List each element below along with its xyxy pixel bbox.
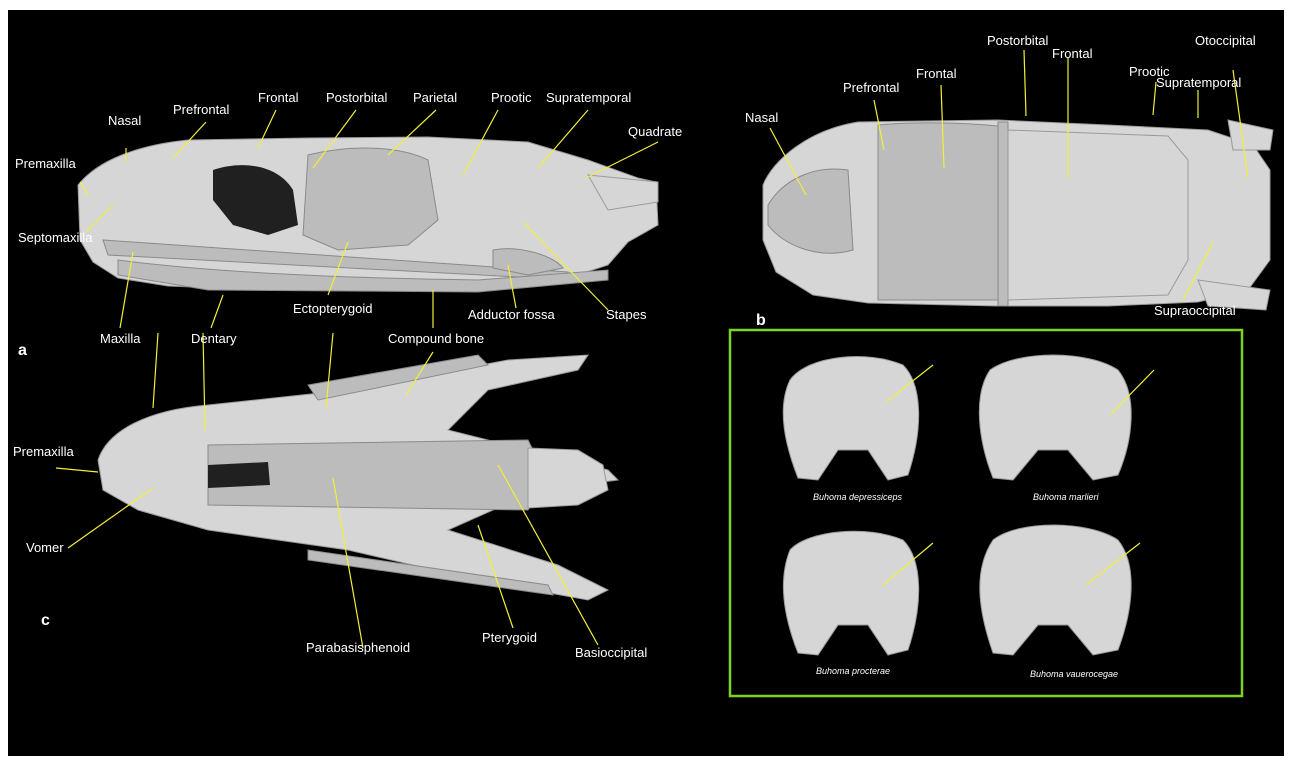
label-c-vomer: Vomer [26, 540, 64, 555]
panel-letter-a: a [18, 342, 27, 359]
label-c-pterygoid: Pterygoid [482, 630, 537, 645]
label-b-nasal: Nasal [745, 110, 778, 125]
label-a-parietal: Parietal [413, 90, 457, 105]
label-a-premaxilla: Premaxilla [15, 156, 76, 171]
skull-dorsal [763, 120, 1273, 310]
label-a-nasal: Nasal [108, 113, 141, 128]
label-a-prefrontal: Prefrontal [173, 102, 229, 117]
label-c-premaxilla: Premaxilla [13, 444, 74, 459]
label-b-postorbital: Postorbital [987, 33, 1049, 48]
label-a-postorbital: Postorbital [326, 90, 388, 105]
panel-letter-c: c [41, 612, 50, 629]
label-a-prootic: Prootic [491, 90, 532, 105]
label-b-supratemporal: Supratemporal [1156, 75, 1241, 90]
label-b-prefrontal: Prefrontal [843, 80, 899, 95]
figure-panel: Nasal Prefrontal Frontal Postorbital Par… [8, 10, 1284, 756]
panel-letter-b: b [756, 312, 766, 329]
label-b-frontal-1: Frontal [916, 66, 957, 81]
caption-buhoma-marlieri: Buhoma marlieri [1033, 492, 1100, 502]
caption-buhoma-depressiceps: Buhoma depressiceps [813, 492, 903, 502]
label-b-otoccipital: Otoccipital [1195, 33, 1256, 48]
label-a-supratemporal: Supratemporal [546, 90, 631, 105]
skull-figure: Nasal Prefrontal Frontal Postorbital Par… [8, 10, 1284, 756]
caption-buhoma-procterae: Buhoma procterae [816, 666, 890, 676]
label-a-frontal: Frontal [258, 90, 299, 105]
label-c-parabasisphenoid: Parabasisphenoid [306, 640, 410, 655]
label-a-ectopterygoid: Ectopterygoid [293, 301, 373, 316]
label-b-frontal-2: Frontal [1052, 46, 1093, 61]
label-a-septomaxilla: Septomaxilla [18, 230, 93, 245]
skull-lateral [78, 137, 658, 292]
label-a-adductor-fossa: Adductor fossa [468, 307, 555, 322]
caption-buhoma-vauerocegae: Buhoma vauerocegae [1030, 669, 1118, 679]
label-a-maxilla: Maxilla [100, 331, 141, 346]
label-c-basioccipital: Basioccipital [575, 645, 647, 660]
label-a-quadrate: Quadrate [628, 124, 682, 139]
label-a-dentary: Dentary [191, 331, 237, 346]
label-a-compound-bone: Compound bone [388, 331, 484, 346]
label-b-supraoccipital: Supraoccipital [1154, 303, 1236, 318]
skull-ventral [98, 355, 618, 600]
inset-skulls [783, 355, 1131, 655]
label-a-stapes: Stapes [606, 307, 647, 322]
